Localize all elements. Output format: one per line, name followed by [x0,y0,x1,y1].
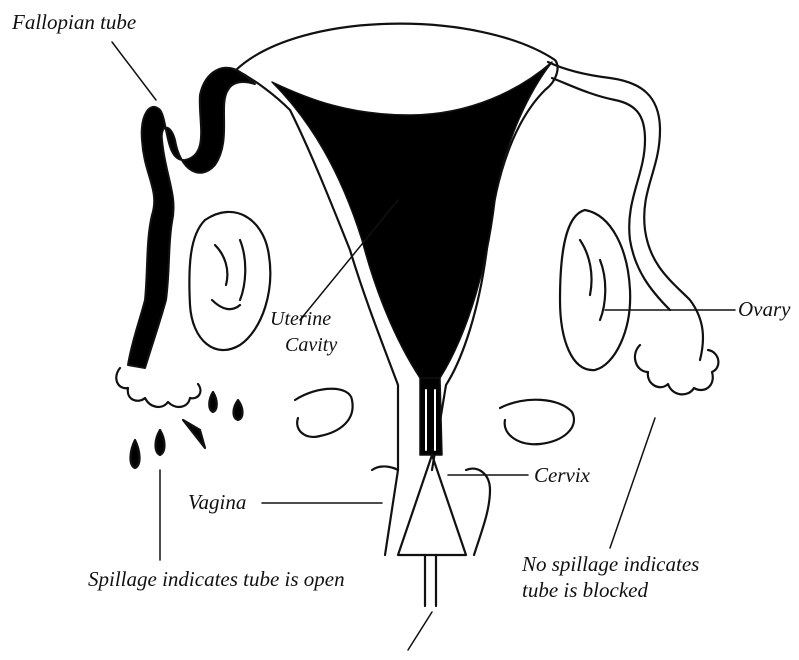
vagina-outline [372,466,490,555]
cervical-canal [420,378,442,455]
right-fallopian-tube [548,62,703,360]
left-fimbriae [116,368,200,407]
label-vagina: Vagina [188,490,246,514]
label-ovary: Ovary [738,297,790,321]
label-spillage-open: Spillage indicates tube is open [88,567,345,591]
label-uterine-cavity-line1: Uterine [270,308,331,331]
right-ovary [560,210,630,370]
right-ligament-fold [500,400,574,445]
leader-bottom [408,612,432,650]
label-no-spillage-line2: tube is blocked [522,578,648,602]
leader-fallopian-tube [112,42,156,100]
label-fallopian-tube: Fallopian tube [12,10,136,34]
left-fallopian-tube [128,68,255,368]
label-cervix: Cervix [534,463,590,487]
left-ligament-fold [295,389,353,437]
label-uterine-cavity-line2: Cavity [285,334,337,357]
label-no-spillage-line1: No spillage indicates [522,552,699,576]
leader-no-spillage [610,418,655,548]
left-ovary [189,212,270,350]
right-fimbriae [635,345,718,394]
